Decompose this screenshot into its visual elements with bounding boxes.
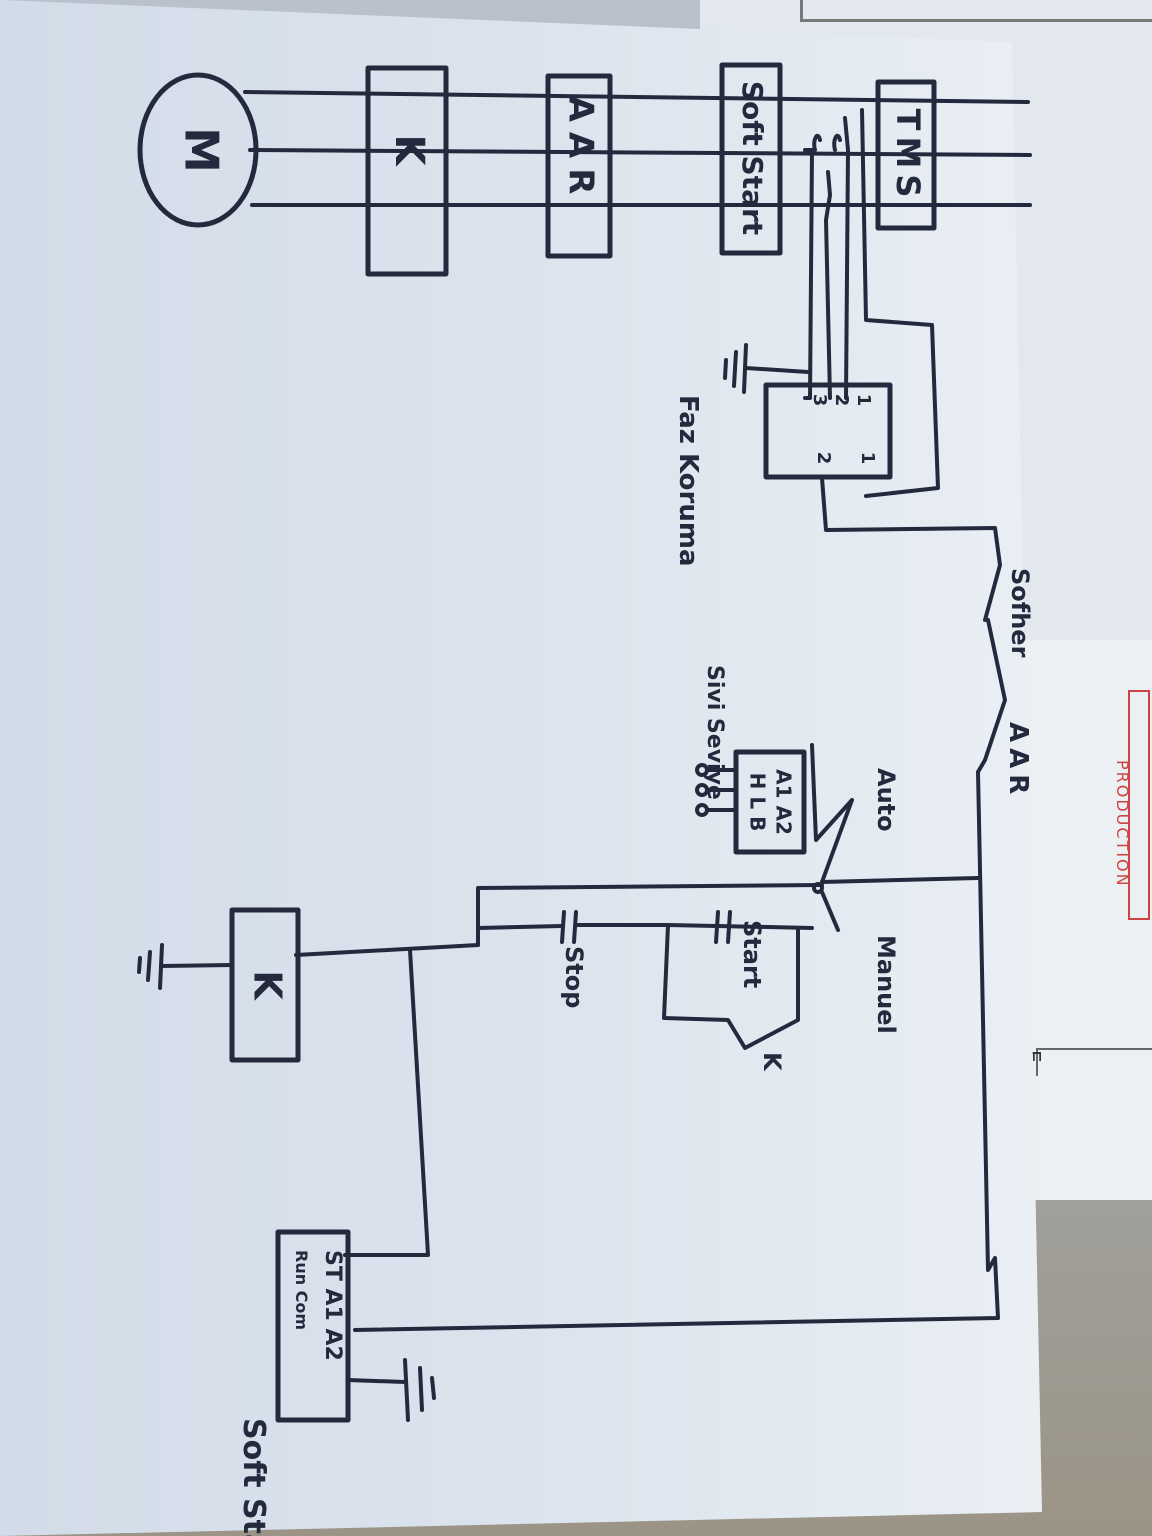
- background-sheet-frame: [800, 0, 1152, 22]
- tms-label: TMS: [889, 109, 927, 204]
- phase-relay-label: Faz Koruma: [673, 395, 703, 567]
- motor-symbol: M: [137, 72, 259, 228]
- phase-relay-pin-l2: 2: [831, 394, 852, 407]
- relay-ground-symbol: [723, 343, 810, 394]
- coil-circuit: [137, 907, 480, 1257]
- background-sheet-titleblock: [1036, 1048, 1152, 1076]
- phase-relay-pin-l1: 1: [853, 394, 874, 407]
- tms-block: TMS: [875, 79, 937, 231]
- manual-label: Manuel: [872, 935, 900, 1034]
- phase-relay-pin-r1: 1: [857, 452, 878, 465]
- three-phase-bus: [243, 90, 1032, 207]
- soft-start-label: Soft Start: [736, 81, 769, 235]
- start-button-label: Start: [738, 920, 766, 988]
- aar-block: AAR: [545, 73, 613, 259]
- control-switch-chain: [353, 618, 1007, 1332]
- background-sheet-lower: [1020, 640, 1152, 1200]
- level-relay-label: Sivi Seviye: [702, 665, 727, 800]
- switch-label-aar: AAR: [1003, 722, 1033, 800]
- auto-manual-selector: [810, 743, 980, 932]
- level-relay-block: A1 A2 H L B: [695, 749, 807, 855]
- contactor-label: K: [386, 135, 432, 168]
- soft-start-terminals-line1: ST A1 A2: [320, 1250, 345, 1361]
- relay-output-wire: [820, 476, 1002, 622]
- background-stamp: [1128, 690, 1150, 920]
- level-relay-terminals-bottom: H L B: [746, 773, 770, 832]
- stop-button-label: Stop: [560, 946, 588, 1008]
- soft-start-block: Soft Start: [719, 62, 783, 256]
- aux-contact-label: K: [758, 1052, 786, 1072]
- soft-start-terminals-line2: Run Com: [292, 1250, 311, 1330]
- phase-relay-block: 1 2 3 1 2: [763, 382, 893, 480]
- start-stop-circuit: [476, 883, 824, 1050]
- switch-label-sofher: Sofher: [1006, 568, 1034, 658]
- auto-label: Auto: [872, 768, 900, 832]
- aar-label: AAR: [561, 96, 601, 205]
- soft-start-terminal-block: ST A1 A2 Run Com: [275, 1229, 436, 1423]
- phase-relay-pin-r2: 2: [813, 452, 834, 465]
- coil-label: K: [246, 970, 290, 1001]
- contactor-block: K: [365, 65, 449, 277]
- phase-relay-pin-l3: 3: [809, 394, 830, 407]
- motor-label: M: [175, 127, 229, 173]
- soft-start-bottom-label: Soft Start: [236, 1418, 271, 1536]
- level-relay-terminals-top: A1 A2: [772, 769, 796, 835]
- phase-relay-taps: [803, 108, 940, 498]
